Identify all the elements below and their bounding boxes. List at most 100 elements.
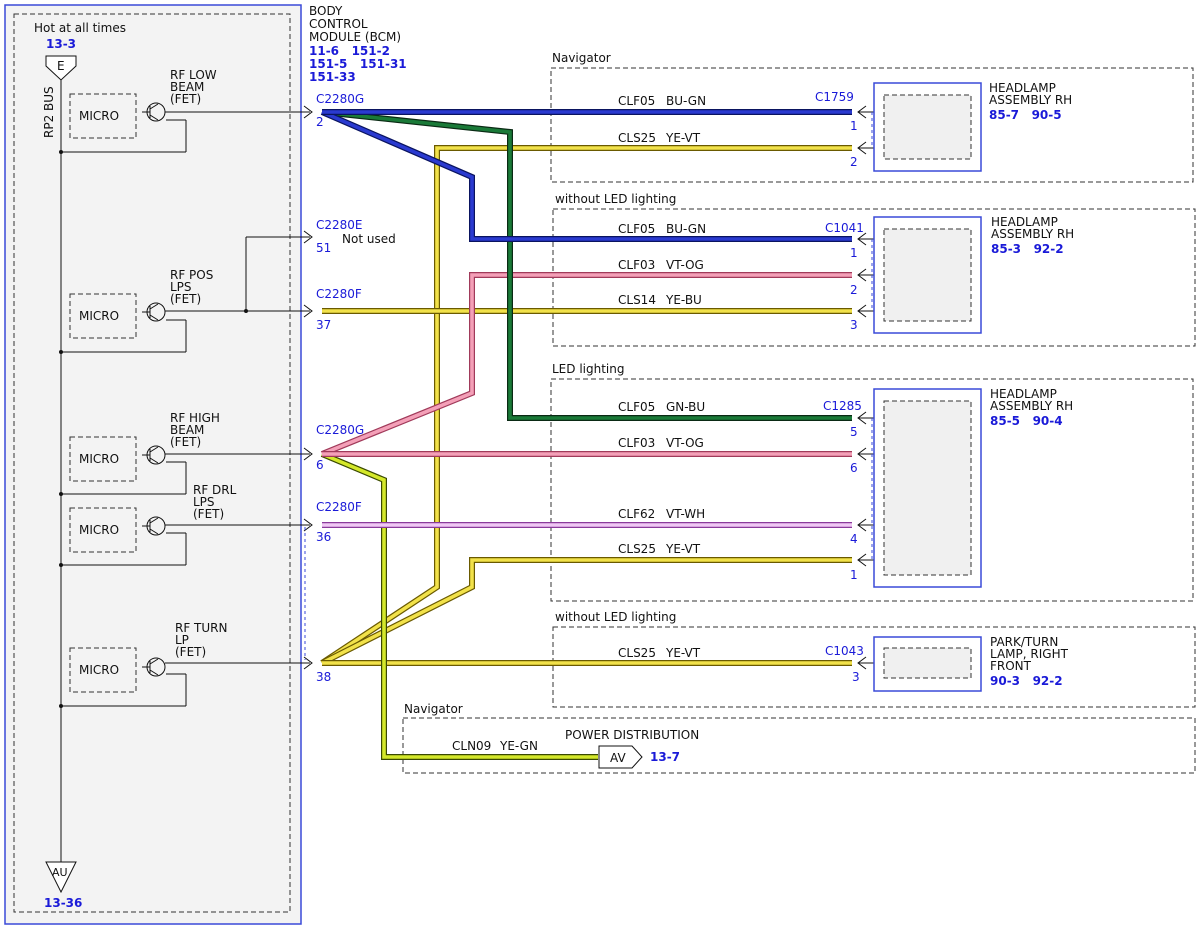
wire-circuit: CLF05 [618,94,655,108]
fet-rf-turn-lp: MICRO RF TURN LP (FET) [59,621,310,708]
micro-label: MICRO [79,452,119,466]
device-connector-name[interactable]: C1759 [815,90,854,104]
device-connector-name[interactable]: C1285 [823,399,862,413]
connector-name[interactable]: C2280G [316,423,364,437]
wire-cln09 [320,451,598,760]
fet-rf-high-beam: MICRO RF HIGH BEAM (FET) [59,411,310,496]
wire-circuit: CLS25 [618,542,656,556]
wire-color: VT-OG [666,258,704,272]
wire-color: VT-OG [666,436,704,450]
bottom-ref[interactable]: 13-36 [44,896,82,910]
bcm-module: Hot at all times 13-3 E RP2 BUS AU 13-36… [4,4,313,925]
hot-ref[interactable]: 13-3 [46,37,76,51]
device-park-turn-lamp: C1043 3 PARK/TURN LAMP, RIGHT FRONT 90-3… [825,635,1069,692]
terminal-e-label: E [57,59,65,73]
connector-name[interactable]: C2280G [316,92,364,106]
device-ref-link[interactable]: 85-7 90-5 [989,108,1062,122]
terminal-av-label: AV [610,751,626,765]
wire-color: GN-BU [666,400,705,414]
micro-label: MICRO [79,109,119,123]
hot-label: Hot at all times [34,21,126,35]
device-title-line: HEADLAMP [989,81,1056,95]
bcm-ref-link[interactable]: 11-6 151-2 [309,44,390,58]
connector-pin: 6 [316,458,324,472]
bcm-outer-box [4,4,302,925]
fet-label-line: (FET) [170,435,201,449]
fet-rf-low-beam: MICRO RF LOW BEAM (FET) [59,68,310,154]
connector-pin: 51 [316,241,331,255]
device-pin: 6 [850,461,858,475]
power-distribution: POWER DISTRIBUTION AV 13-7 [565,728,699,769]
fet-transistor-icon [142,516,166,536]
wire-color: VT-WH [666,507,705,521]
device-pin: 4 [850,532,858,546]
micro-label: MICRO [79,523,119,537]
terminal-e-icon: E [45,55,77,81]
wire-color: YE-VT [665,542,701,556]
device-title-line: POWER DISTRIBUTION [565,728,699,742]
fet-label-line: RF HIGH [170,411,220,425]
wire-circuit: CLS25 [618,131,656,145]
device-pin: 5 [850,425,858,439]
device-connector-name[interactable]: C1041 [825,221,864,235]
device-ref-link[interactable]: 85-5 90-4 [990,414,1063,428]
device-pin: 2 [850,155,858,169]
fet-label-line: RF DRL [193,483,237,497]
bcm-ref-link[interactable]: 151-5 151-31 [309,57,407,71]
connector-name[interactable]: C2280F [316,287,362,301]
micro-box [69,293,137,339]
connector-name[interactable]: C2280F [316,500,362,514]
section-label: without LED lighting [555,192,676,206]
wire-color: BU-GN [666,94,706,108]
wire-color: YE-GN [499,739,538,753]
wire-cls25-navigator [320,145,852,666]
device-pin: 1 [850,246,858,260]
wire-color: YE-VT [665,131,701,145]
bcm-title-block: BODY CONTROL MODULE (BCM) 11-6 151-2 151… [309,4,407,84]
terminal-au-icon: AU [45,861,77,894]
fet-label-line: RF TURN [175,621,227,635]
connector-name[interactable]: C2280E [316,218,363,232]
section-box-navigator [550,67,1194,183]
device-title-line: HEADLAMP [990,387,1057,401]
device-ref-link[interactable]: 13-7 [650,750,680,764]
connector-pin: 2 [316,115,324,129]
fet-label-line: BEAM [170,423,204,437]
bcm-pin-arrows [303,105,313,670]
section-box-led [550,378,1194,602]
wire-circuit: CLF05 [618,222,655,236]
device-connector-name[interactable]: C1043 [825,644,864,658]
device-pin: 2 [850,283,858,297]
wire-circuit: CLF62 [618,507,655,521]
not-used-note: Not used [342,232,396,246]
fet-rf-pos-lps: MICRO RF POS LPS (FET) [59,236,310,354]
fet-transistor-icon [142,302,166,322]
device-ref-link[interactable]: 85-3 92-2 [991,242,1064,256]
device-title-line: ASSEMBLY RH [989,93,1072,107]
micro-label: MICRO [79,309,119,323]
device-ref-link[interactable]: 90-3 92-2 [990,674,1063,688]
device-title-line: PARK/TURN [990,635,1058,649]
device-pin: 3 [852,670,860,684]
fet-transistor-icon [142,657,166,677]
wire-color: YE-VT [665,646,701,660]
bcm-title-line: BODY [309,4,343,18]
section-box-power [402,717,1196,774]
wire-circuit: CLS14 [618,293,656,307]
device-pin: 3 [850,318,858,332]
micro-label: MICRO [79,663,119,677]
device-title-line: ASSEMBLY RH [990,399,1073,413]
fet-label-line: RF POS [170,268,213,282]
connector-pin: 36 [316,530,331,544]
wire-circuit: CLF03 [618,436,655,450]
fet-label-line: RF LOW [170,68,217,82]
wire-clf03-without-led [320,272,852,457]
bcm-ref-link[interactable]: 151-33 [309,70,356,84]
section-label: without LED lighting [555,610,676,624]
wire-circuit: CLN09 [452,739,491,753]
device-inner-box [883,228,972,322]
bus-label: RP2 BUS [42,86,56,138]
wire-color: BU-GN [666,222,706,236]
